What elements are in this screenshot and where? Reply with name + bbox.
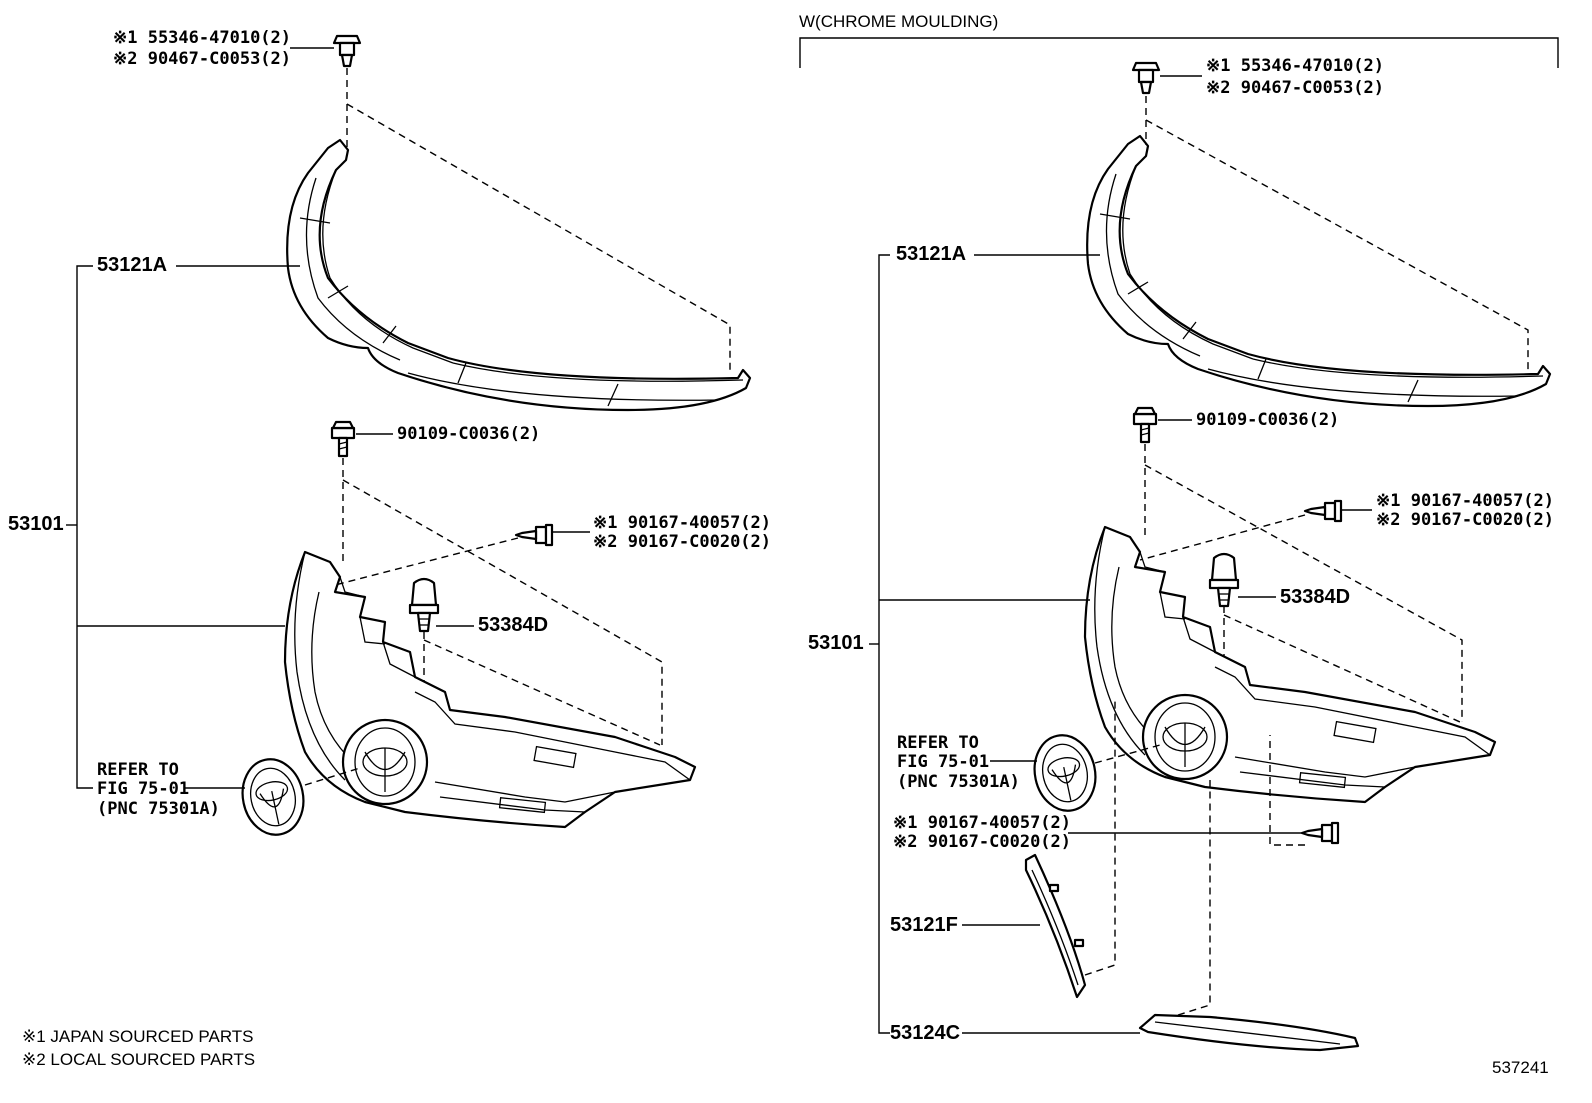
left-refer-line2: FIG 75-01 [97,779,190,799]
right-screw-upper-local: ※2 90167-C0020(2) [1376,510,1555,530]
left-refer-line1: REFER TO [97,760,179,780]
right-screw-lower-jp: ※1 90167-40057(2) [893,813,1072,833]
left-retainer-part: 53384D [478,614,549,636]
right-grille [1083,525,1497,804]
left-clip-part-jp: ※1 55346-47010(2) [113,28,292,48]
right-side-moulding-53121F [1024,853,1087,999]
left-refer-line3: (PNC 75301A) [97,799,220,819]
right-refer-line2: FIG 75-01 [897,752,990,772]
left-assembly-part: 53101 [8,513,64,535]
right-assembly-part: 53101 [808,632,864,654]
right-clip-top [1131,61,1161,95]
right-refer-line3: (PNC 75301A) [897,772,1020,792]
left-screw-part-local: ※2 90167-C0020(2) [593,532,772,552]
right-screw-lower-local: ※2 90167-C0020(2) [893,832,1072,852]
right-lower-moulding-part: 53124C [890,1022,961,1044]
right-moulding-part: 53121A [896,243,967,265]
left-screw [514,523,554,547]
right-bolt-part: 90109-C0036(2) [1196,410,1340,430]
right-screw-upper [1303,499,1343,523]
right-lower-moulding-53124C [1138,1013,1360,1052]
left-bolt-part: 90109-C0036(2) [397,424,541,444]
right-emblem [1026,728,1104,818]
right-retainer [1208,552,1240,608]
left-emblem [234,752,312,842]
left-moulding-part: 53121A [97,254,168,276]
figure-number: 537241 [1492,1058,1549,1077]
left-clip-part-local: ※2 90467-C0053(2) [113,49,292,69]
variant-label: W(CHROME MOULDING) [799,12,999,31]
legend-local-sourced: ※2 LOCAL SOURCED PARTS [22,1050,256,1069]
legend-japan-sourced: ※1 JAPAN SOURCED PARTS [22,1027,254,1046]
left-bolt [330,420,356,458]
right-screw-lower [1300,821,1340,845]
right-clip-part-jp: ※1 55346-47010(2) [1206,56,1385,76]
right-clip-part-local: ※2 90467-C0053(2) [1206,78,1385,98]
right-retainer-part: 53384D [1280,586,1351,608]
left-retainer [408,577,440,633]
right-side-moulding-part: 53121F [890,914,958,936]
right-screw-upper-jp: ※1 90167-40057(2) [1376,491,1555,511]
left-screw-part-jp: ※1 90167-40057(2) [593,513,772,533]
right-bolt [1132,406,1158,444]
left-clip-top [332,34,362,68]
right-refer-line1: REFER TO [897,733,979,753]
left-moulding-53121A [286,138,752,412]
right-moulding-53121A [1086,134,1552,408]
left-grille [283,550,697,829]
